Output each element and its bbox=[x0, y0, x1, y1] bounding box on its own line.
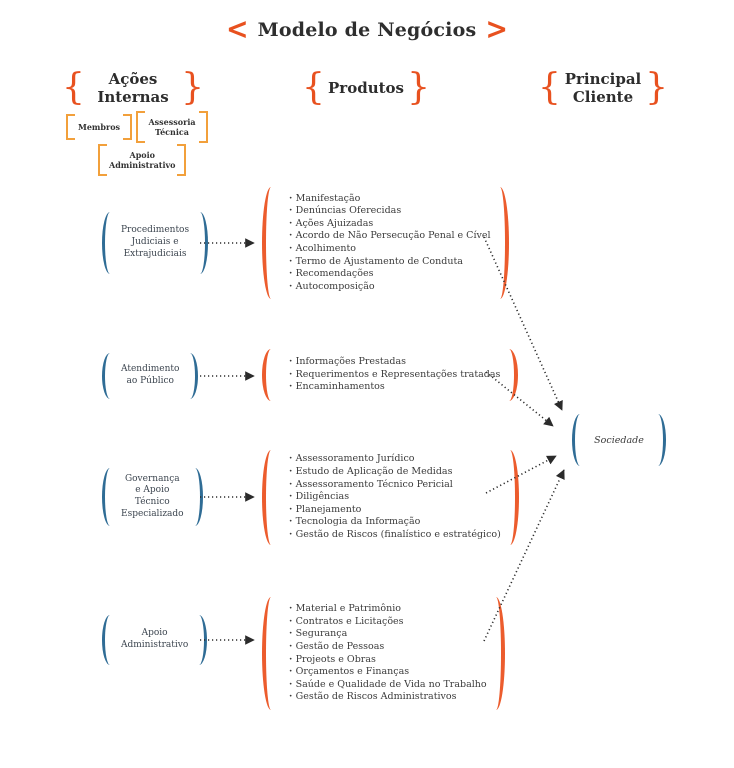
action-node-apoio-administrativo: Apoio Administrativo bbox=[102, 615, 208, 665]
product-item: Contratos e Licitações bbox=[289, 616, 487, 629]
open-brace-icon: { bbox=[538, 66, 561, 108]
close-paren-icon bbox=[182, 353, 199, 399]
product-group-procedimentos: Manifestação Denúncias Oferecidas Ações … bbox=[262, 187, 509, 299]
open-bracket-icon bbox=[136, 111, 145, 143]
open-paren-icon bbox=[262, 349, 280, 401]
close-bracket-icon bbox=[123, 114, 132, 140]
action-label: Procedimentos Judiciais e Extrajudiciais bbox=[121, 225, 190, 259]
unit-box-assessoria-tecnica: Assessoria Técnica bbox=[136, 111, 208, 143]
close-paren-icon bbox=[491, 187, 509, 299]
column-header-label: Ações Internas bbox=[97, 70, 169, 106]
action-node-procedimentos: Procedimentos Judiciais e Extrajudiciais bbox=[102, 212, 209, 274]
open-paren-icon bbox=[102, 615, 118, 665]
action-node-atendimento: Atendimento ao Público bbox=[102, 353, 199, 399]
close-bracket-icon bbox=[199, 111, 208, 143]
close-paren-icon bbox=[650, 414, 666, 466]
product-item: Orçamentos e Finanças bbox=[289, 666, 487, 679]
open-bracket-icon bbox=[98, 144, 107, 176]
open-paren-icon bbox=[262, 450, 280, 545]
product-item: Diligências bbox=[289, 491, 501, 504]
product-item: Acolhimento bbox=[289, 243, 491, 256]
product-item: Gestão de Riscos Administrativos bbox=[289, 691, 487, 704]
product-item: Requerimentos e Representações tratadas bbox=[289, 369, 501, 382]
product-item: Acordo de Não Persecução Penal e Cível bbox=[289, 230, 491, 243]
product-item: Autocomposição bbox=[289, 281, 491, 294]
product-list: Informações Prestadas Requerimentos e Re… bbox=[280, 356, 501, 394]
column-header-label: Principal Cliente bbox=[564, 70, 642, 106]
product-item: Segurança bbox=[289, 628, 487, 641]
product-item: Informações Prestadas bbox=[289, 356, 500, 369]
unit-box-membros: Membros bbox=[66, 114, 132, 140]
action-node-governanca: Governança e Apoio Técnico Especializado bbox=[102, 468, 203, 526]
action-label: Atendimento ao Público bbox=[121, 364, 180, 386]
open-brace-icon: { bbox=[302, 66, 325, 108]
product-item: Estudo de Aplicação de Medidas bbox=[289, 466, 501, 479]
title-text: Modelo de Negócios bbox=[257, 18, 477, 41]
client-label: Sociedade bbox=[594, 434, 644, 446]
close-paren-icon bbox=[191, 615, 208, 665]
product-item: Denúncias Oferecidas bbox=[289, 205, 491, 218]
close-paren-icon bbox=[501, 450, 519, 545]
product-group-governanca: Assessoramento Jurídico Estudo de Aplica… bbox=[262, 450, 519, 545]
close-brace-icon: } bbox=[645, 66, 668, 108]
open-paren-icon bbox=[102, 468, 118, 526]
open-brace-icon: { bbox=[62, 66, 85, 108]
action-label: Apoio Administrativo bbox=[121, 628, 189, 650]
client-node-sociedade: Sociedade bbox=[572, 414, 666, 466]
close-bracket-icon bbox=[177, 144, 187, 176]
product-list: Manifestação Denúncias Oferecidas Ações … bbox=[280, 193, 491, 294]
open-paren-icon bbox=[262, 597, 280, 710]
unit-label: Membros bbox=[77, 122, 121, 132]
product-item: Tecnologia da Informação bbox=[289, 516, 501, 529]
open-paren-icon bbox=[572, 414, 588, 466]
product-group-atendimento: Informações Prestadas Requerimentos e Re… bbox=[262, 349, 519, 401]
unit-box-apoio-administrativo: Apoio Administrativo bbox=[98, 144, 187, 176]
open-paren-icon bbox=[262, 187, 280, 299]
product-item: Planejamento bbox=[289, 504, 501, 517]
right-angle-icon: > bbox=[485, 12, 508, 47]
column-header-acoes-internas: { Ações Internas } bbox=[62, 66, 204, 108]
close-paren-icon bbox=[500, 349, 519, 401]
unit-label: Apoio Administrativo bbox=[109, 150, 176, 170]
unit-label: Assessoria Técnica bbox=[148, 117, 196, 137]
diagram-title: < Modelo de Negócios > bbox=[0, 12, 734, 47]
product-item: Material e Patrimônio bbox=[289, 603, 487, 616]
column-header-label: Produtos bbox=[328, 79, 404, 97]
product-item: Assessoramento Jurídico bbox=[289, 453, 501, 466]
left-angle-icon: < bbox=[226, 12, 249, 47]
product-item: Ações Ajuizadas bbox=[289, 218, 491, 231]
product-item: Encaminhamentos bbox=[289, 381, 500, 394]
close-paren-icon bbox=[187, 468, 203, 526]
close-brace-icon: } bbox=[181, 66, 204, 108]
product-item: Gestão de Riscos (finalístico e estratég… bbox=[289, 529, 501, 542]
product-item: Gestão de Pessoas bbox=[289, 641, 487, 654]
product-item: Assessoramento Técnico Pericial bbox=[289, 479, 501, 492]
product-list: Assessoramento Jurídico Estudo de Aplica… bbox=[280, 453, 501, 541]
product-item: Projeots e Obras bbox=[289, 654, 487, 667]
action-label: Governança e Apoio Técnico Especializado bbox=[121, 473, 184, 519]
product-group-apoio-administrativo: Material e Patrimônio Contratos e Licita… bbox=[262, 597, 505, 710]
open-bracket-icon bbox=[66, 114, 75, 140]
product-item: Saúde e Qualidade de Vida no Trabalho bbox=[289, 679, 487, 692]
product-item: Recomendações bbox=[289, 268, 491, 281]
product-item: Manifestação bbox=[289, 193, 491, 206]
close-paren-icon bbox=[192, 212, 209, 274]
open-paren-icon bbox=[102, 353, 118, 399]
column-header-produtos: { Produtos } bbox=[302, 66, 430, 108]
open-paren-icon bbox=[102, 212, 118, 274]
product-list: Material e Patrimônio Contratos e Licita… bbox=[280, 603, 487, 704]
close-paren-icon bbox=[487, 597, 505, 710]
column-header-principal-cliente: { Principal Cliente } bbox=[538, 66, 668, 108]
product-item: Termo de Ajustamento de Conduta bbox=[289, 256, 491, 269]
close-brace-icon: } bbox=[407, 66, 430, 108]
